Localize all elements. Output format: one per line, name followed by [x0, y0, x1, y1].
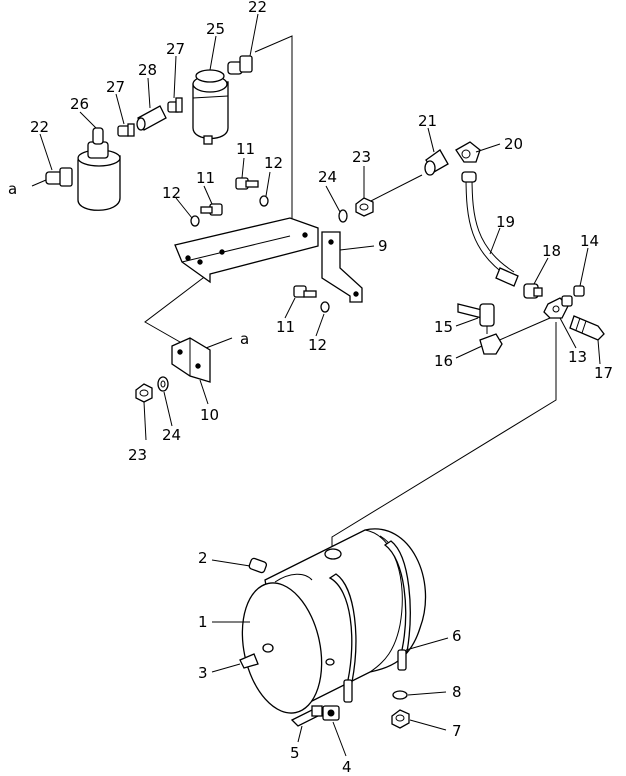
label-11-b: 11: [196, 169, 215, 187]
label-12-b: 12: [162, 184, 181, 202]
label-24-b: 24: [162, 426, 181, 444]
label-ref-a-left: a: [8, 180, 17, 198]
plug-3-icon: [239, 653, 259, 669]
label-13: 13: [568, 348, 587, 366]
label-28: 28: [138, 61, 157, 79]
label-22-b: 22: [30, 118, 49, 136]
valve-17-icon: [569, 315, 605, 341]
washer-24-lower-icon: [157, 376, 169, 392]
washer-12-a-icon: [259, 195, 269, 207]
tank-side-port: [262, 643, 274, 653]
fitting-28-icon: [136, 105, 167, 131]
label-14: 14: [580, 232, 599, 250]
label-27-b: 27: [106, 78, 125, 96]
label-18: 18: [542, 242, 561, 260]
washer-12-c-icon: [320, 301, 330, 313]
label-23-a: 23: [352, 148, 371, 166]
bolt-11-b-icon: [200, 203, 223, 216]
bracket-main: [174, 217, 319, 284]
label-10: 10: [200, 406, 219, 424]
label-1: 1: [198, 613, 208, 631]
label-20: 20: [504, 135, 523, 153]
air-tank: [241, 528, 427, 714]
fitting-27-left-icon: [117, 123, 135, 137]
label-12-c: 12: [308, 336, 327, 354]
fitting-22-left-icon: [45, 167, 73, 187]
nut-7-icon: [391, 709, 410, 729]
label-3: 3: [198, 664, 208, 682]
label-7: 7: [452, 722, 462, 740]
leader-lines: [39, 13, 601, 757]
drain-lever-icon: [290, 705, 324, 727]
label-17: 17: [594, 364, 613, 382]
fitting-22-top-icon: [227, 55, 253, 75]
label-21: 21: [418, 112, 437, 130]
label-25: 25: [206, 20, 225, 38]
valve-15-icon: [457, 303, 495, 334]
bolt-11-c-icon: [293, 285, 317, 298]
elbow-20-icon: [455, 141, 481, 163]
fitting-21-icon: [424, 149, 449, 176]
elbow-16-icon: [479, 333, 503, 355]
bolt-11-a-icon: [235, 177, 259, 190]
plug-2-icon: [248, 557, 268, 574]
hose-19-icon: [461, 171, 519, 287]
part-labels: 1 2 3 4 5 6 7 8 9 10 11 11 11 12 12 12 1…: [8, 0, 613, 776]
washer-24-upper-icon: [338, 209, 348, 223]
bracket-9: [321, 231, 363, 303]
washer-12-b-icon: [190, 215, 200, 227]
label-11-a: 11: [236, 140, 255, 158]
filter-26-icon: [77, 127, 121, 211]
label-19: 19: [496, 213, 515, 231]
fitting-18-icon: [523, 283, 543, 299]
tee-13-icon: [543, 295, 573, 319]
drain-cock-icon: [322, 705, 340, 721]
label-6: 6: [452, 627, 462, 645]
label-22-a: 22: [248, 0, 267, 16]
filter-25-icon: [192, 69, 229, 145]
nut-23-lower-icon: [135, 383, 153, 403]
label-24-a: 24: [318, 168, 337, 186]
tank-strap-right: [383, 540, 411, 653]
label-11-c: 11: [276, 318, 295, 336]
washer-8-icon: [392, 690, 408, 700]
label-4: 4: [342, 758, 352, 776]
label-2: 2: [198, 549, 208, 567]
label-5: 5: [290, 744, 300, 762]
tank-top-port: [324, 548, 342, 560]
label-23-b: 23: [128, 446, 147, 464]
fitting-14-icon: [573, 285, 585, 297]
label-8: 8: [452, 683, 462, 701]
nut-23-upper-icon: [355, 197, 374, 217]
label-ref-a-right: a: [240, 330, 249, 348]
bracket-10: [171, 337, 211, 383]
fitting-27-right-icon: [167, 97, 183, 113]
label-26: 26: [70, 95, 89, 113]
label-16: 16: [434, 352, 453, 370]
label-12-a: 12: [264, 154, 283, 172]
label-15: 15: [434, 318, 453, 336]
label-27-a: 27: [166, 40, 185, 58]
label-9: 9: [378, 237, 388, 255]
